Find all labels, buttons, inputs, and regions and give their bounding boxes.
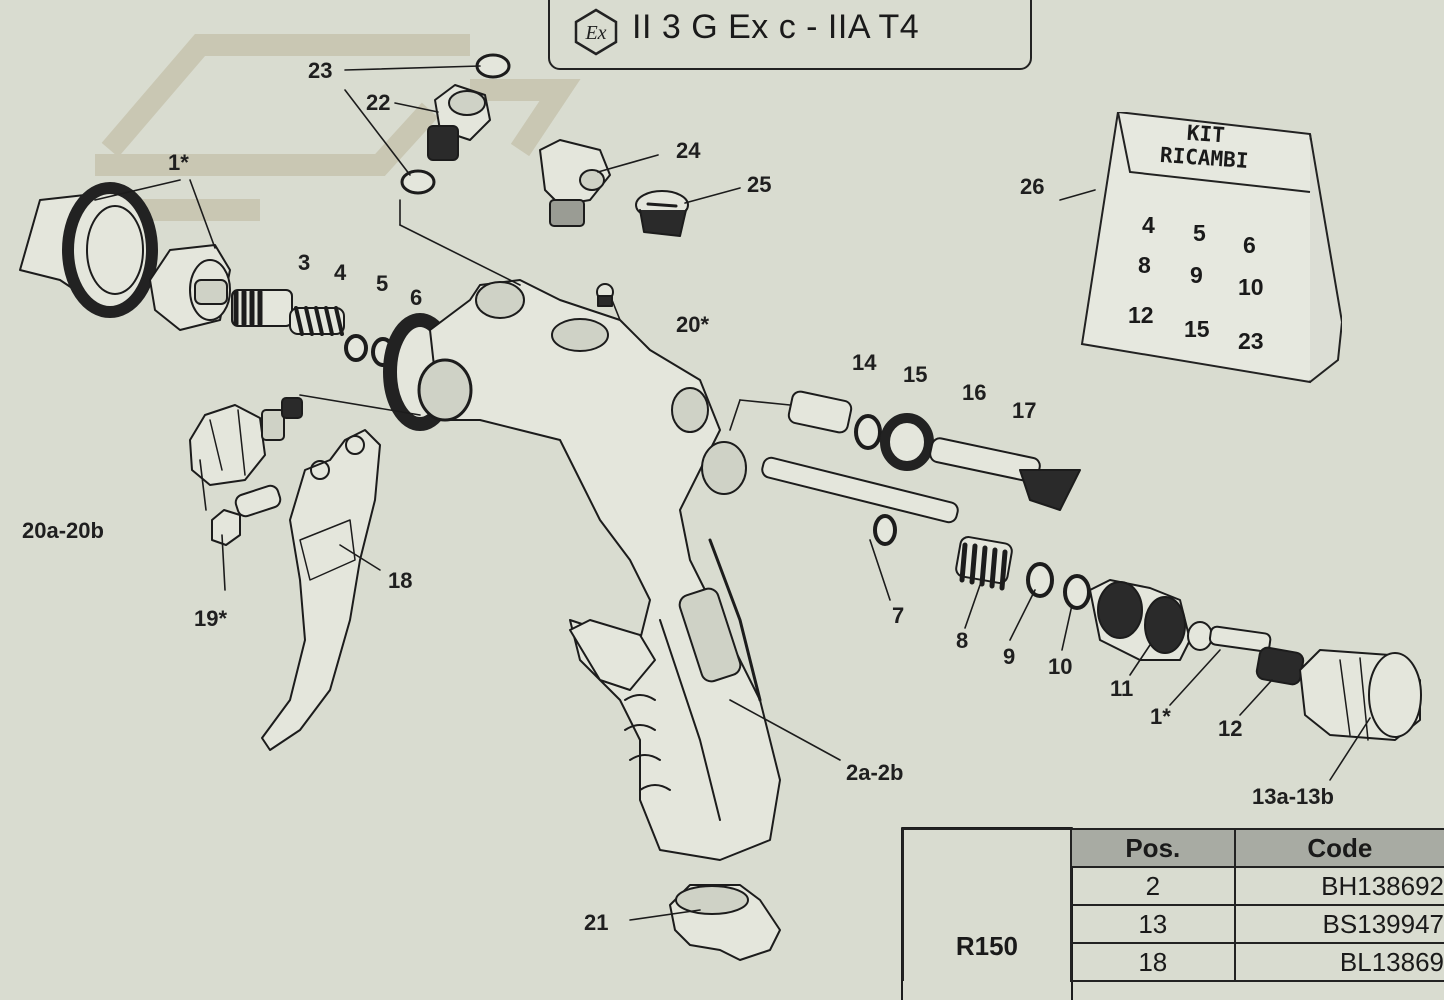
table-row: 18 BL13869 bbox=[903, 942, 1444, 982]
cup-connector-part-24 bbox=[539, 139, 611, 227]
callout-20a-20b: 20a-20b bbox=[22, 518, 104, 543]
table-row: 13 BS139947 bbox=[903, 904, 1444, 944]
air-inlet-fitting-part-22 bbox=[427, 84, 491, 161]
model-cell: R150 bbox=[902, 828, 1072, 981]
kit-number: 6 bbox=[1243, 232, 1256, 258]
table-cell-code: BS139947 bbox=[1233, 904, 1444, 944]
knob-part-13a-13b bbox=[1299, 649, 1422, 741]
needle-packing-parts-14-17 bbox=[787, 390, 1081, 511]
callout-4: 4 bbox=[334, 260, 347, 285]
kit-number: 8 bbox=[1138, 252, 1151, 278]
callout-12: 12 bbox=[1218, 716, 1243, 741]
adjust-knob-part-20a-20b bbox=[189, 397, 303, 486]
callout-22: 22 bbox=[366, 90, 391, 115]
callout-16: 16 bbox=[962, 380, 987, 405]
callout-8: 8 bbox=[956, 628, 969, 653]
callout-5: 5 bbox=[376, 271, 389, 296]
pin-part-19 bbox=[211, 484, 282, 546]
adjuster-part-11 bbox=[1089, 579, 1213, 661]
kit-number: 23 bbox=[1238, 328, 1264, 354]
callout-21: 21 bbox=[584, 910, 609, 935]
kit-bag-outline bbox=[1080, 112, 1342, 384]
cover-part-21 bbox=[669, 884, 781, 961]
atex-certification-box: Ex II 3 G Ex c - IIA T4 bbox=[548, 0, 1032, 70]
callout-25: 25 bbox=[747, 172, 772, 197]
table-header-row: R150 Pos. Code bbox=[902, 828, 1444, 981]
callout-1-star-rear: 1* bbox=[1150, 704, 1171, 729]
callout-20-star: 20* bbox=[676, 312, 710, 337]
ex-symbol-text: Ex bbox=[584, 22, 606, 44]
seal-part-23-top bbox=[475, 53, 511, 79]
callout-14: 14 bbox=[852, 350, 877, 375]
table-cell-code: BL13869 bbox=[1233, 942, 1444, 982]
kit-number: 12 bbox=[1128, 302, 1154, 328]
spring-part-4 bbox=[289, 306, 345, 336]
washer-part-10 bbox=[1063, 574, 1091, 610]
kit-title: KIT RICAMBI bbox=[1138, 118, 1271, 175]
model-label: R150 bbox=[955, 931, 1019, 961]
callout-18: 18 bbox=[388, 568, 413, 593]
callout-1-star: 1* bbox=[168, 150, 189, 175]
callout-10: 10 bbox=[1048, 654, 1073, 679]
callout-23: 23 bbox=[308, 58, 333, 83]
table-cell-pos: 18 bbox=[1069, 942, 1236, 982]
screw-part-20 bbox=[596, 283, 614, 307]
air-cap-part bbox=[19, 182, 158, 318]
table-header-code: Code bbox=[1233, 828, 1444, 868]
table-cell-code: BH138692 bbox=[1233, 866, 1444, 906]
table-cell-pos: 2 bbox=[1069, 866, 1236, 906]
spring-part-3 bbox=[231, 289, 293, 327]
leader-lines bbox=[94, 65, 1371, 921]
parts-code-table: R150 Pos. Code 2 BH138692 13 BS139947 18… bbox=[902, 828, 1444, 982]
ex-hexagon-icon: Ex bbox=[574, 8, 618, 56]
kit-number: 10 bbox=[1238, 274, 1264, 300]
certification-text: II 3 G Ex c - IIA T4 bbox=[632, 8, 920, 46]
fluid-nozzle-part bbox=[149, 244, 231, 331]
callout-2a-2b: 2a-2b bbox=[846, 760, 904, 785]
kit-number: 9 bbox=[1190, 262, 1203, 288]
callout-13a-13b: 13a-13b bbox=[1252, 784, 1334, 809]
table-header-pos: Pos. bbox=[1069, 828, 1236, 868]
plug-part-25 bbox=[635, 190, 689, 237]
spring-part-8 bbox=[955, 536, 1013, 591]
spare-parts-kit-box: KIT RICAMBI 4 5 6 8 9 10 12 15 23 bbox=[1080, 112, 1342, 402]
callout-19-star: 19* bbox=[194, 606, 228, 631]
washer-part-5 bbox=[344, 334, 368, 362]
callout-7: 7 bbox=[892, 603, 905, 628]
callout-6: 6 bbox=[410, 285, 423, 310]
callout-9: 9 bbox=[1003, 644, 1016, 669]
table-row: 2 BH138692 bbox=[903, 866, 1444, 906]
spring-part-12 bbox=[1255, 646, 1305, 686]
kit-number: 4 bbox=[1142, 212, 1155, 238]
callout-24: 24 bbox=[676, 138, 701, 163]
trigger-part-18 bbox=[261, 429, 381, 751]
callout-17: 17 bbox=[1012, 398, 1037, 423]
kit-number: 15 bbox=[1184, 316, 1210, 342]
needle-part-7 bbox=[761, 456, 959, 524]
table-cell-pos: 13 bbox=[1069, 904, 1236, 944]
callout-26: 26 bbox=[1020, 174, 1045, 199]
callout-11: 11 bbox=[1110, 676, 1134, 701]
washer-part-9 bbox=[1026, 562, 1054, 598]
callout-15: 15 bbox=[903, 362, 928, 387]
callout-3: 3 bbox=[298, 250, 311, 275]
gun-body-part bbox=[383, 279, 781, 861]
seal-part-23-bottom bbox=[400, 169, 436, 195]
kit-number: 5 bbox=[1193, 220, 1206, 246]
